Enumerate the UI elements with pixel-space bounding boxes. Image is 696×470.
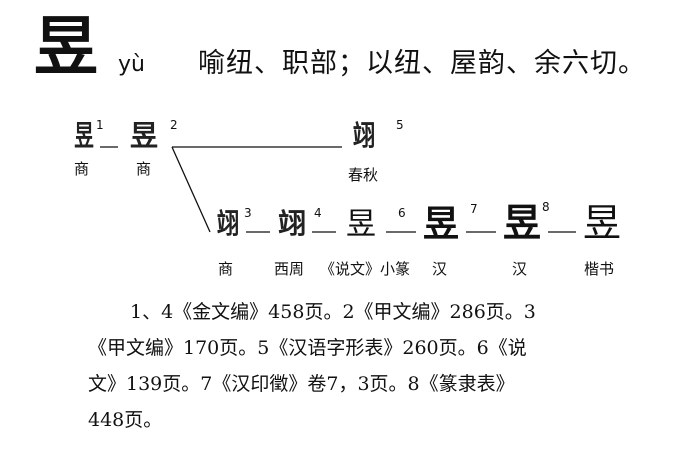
form-2-glyph: 昱 bbox=[129, 119, 158, 152]
form-3-caption: 商 bbox=[218, 260, 234, 278]
form-8-number: 8 bbox=[542, 200, 550, 214]
notes-line-1: 1、4《金文编》458页。2《甲文编》286页。3 bbox=[130, 301, 536, 323]
form-4-glyph: 翊 bbox=[277, 207, 306, 240]
form-5-number: 5 bbox=[396, 118, 404, 132]
notes-line-4: 448页。 bbox=[88, 409, 163, 431]
form-3-number: 3 bbox=[244, 206, 252, 220]
form-9: 昱 楷书 bbox=[578, 201, 626, 278]
pinyin-reading: yù bbox=[118, 52, 145, 77]
form-7: 昱 7 汉 bbox=[418, 202, 478, 278]
notes-line-2: 《甲文编》170页。5《汉语字形表》260页。6《说 bbox=[88, 337, 527, 359]
form-6-glyph: 昱 bbox=[346, 207, 376, 242]
head-character: 昱 bbox=[34, 10, 98, 85]
phonology-description: 喻纽、职部；以纽、屋韵、余六切。 bbox=[198, 48, 646, 79]
form-4: 翊 4 西周 bbox=[272, 206, 322, 278]
form-9-caption: 楷书 bbox=[584, 260, 615, 278]
form-7-caption: 汉 bbox=[432, 260, 448, 278]
form-4-number: 4 bbox=[314, 206, 322, 220]
form-6-caption: 《说文》小篆 bbox=[320, 260, 411, 278]
form-5-glyph: 翊 bbox=[352, 119, 376, 152]
form-6: 昱 6 《说文》小篆 bbox=[320, 206, 410, 278]
form-1-glyph: 昱 bbox=[74, 119, 94, 152]
form-8-glyph: 昱 bbox=[502, 200, 541, 245]
form-7-glyph: 昱 bbox=[422, 203, 459, 245]
form-9-glyph: 昱 bbox=[582, 201, 621, 245]
form-7-number: 7 bbox=[470, 202, 478, 216]
form-1-number: 1 bbox=[96, 118, 104, 132]
form-4-caption: 西周 bbox=[274, 260, 305, 278]
form-6-number: 6 bbox=[398, 206, 406, 220]
connector-2-3 bbox=[171, 146, 211, 233]
form-3-glyph: 翊 bbox=[216, 207, 240, 240]
form-3: 翊 3 商 bbox=[210, 206, 252, 278]
notes-line-3: 文》139页。7《汉印徵》卷7，3页。8《篆隶表》 bbox=[88, 373, 515, 395]
form-5-caption: 春秋 bbox=[348, 166, 379, 184]
form-8: 昱 8 汉 bbox=[498, 200, 550, 278]
form-1: 昱 1 商 bbox=[68, 118, 104, 178]
source-notes: 1、4《金文编》458页。2《甲文编》286页。3 《甲文编》170页。5《汉语… bbox=[88, 294, 648, 438]
form-2-number: 2 bbox=[170, 118, 178, 132]
form-2-caption: 商 bbox=[136, 160, 152, 178]
form-1-caption: 商 bbox=[74, 160, 90, 178]
form-5: 翊 5 春秋 bbox=[344, 118, 404, 184]
form-2: 昱 2 商 bbox=[120, 118, 178, 178]
form-8-caption: 汉 bbox=[512, 260, 528, 278]
